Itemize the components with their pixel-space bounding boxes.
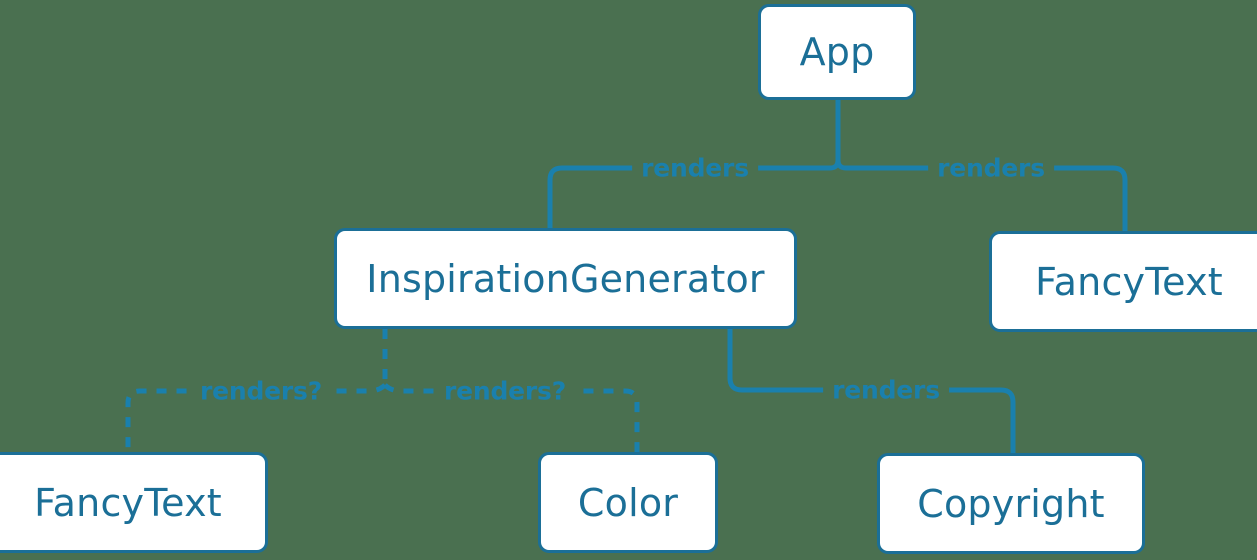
edge-label-inspirationgenerator-to-copyright: renders	[823, 375, 949, 405]
node-fancytext-bottom-left[interactable]: FancyText	[0, 452, 268, 553]
node-inspiration-generator-label: InspirationGenerator	[366, 256, 765, 301]
node-fancytext-bottom-left-label: FancyText	[34, 480, 222, 525]
edge-inspirationgenerator-to-color	[383, 383, 640, 452]
edge-app-to-fancytext	[835, 159, 1128, 231]
edge-label-app-to-inspirationgenerator: renders	[632, 153, 758, 183]
node-copyright[interactable]: Copyright	[877, 453, 1145, 554]
node-app-label: App	[799, 30, 875, 74]
edge-label-inspirationgenerator-to-fancytext-bottom-left: renders?	[190, 376, 332, 406]
edge-inspirationgenerator-to-fancytext-bottom-left	[125, 383, 387, 452]
node-fancytext-right-label: FancyText	[1035, 259, 1223, 304]
edge-label-inspirationgenerator-to-color: renders?	[434, 376, 576, 406]
node-color-label: Color	[577, 480, 679, 525]
edge-label-app-to-fancytext: renders	[928, 153, 1054, 183]
node-color[interactable]: Color	[538, 452, 718, 553]
node-copyright-label: Copyright	[917, 481, 1105, 526]
node-app[interactable]: App	[758, 4, 916, 100]
node-inspiration-generator[interactable]: InspirationGenerator	[334, 228, 797, 329]
node-fancytext-right[interactable]: FancyText	[989, 231, 1257, 332]
